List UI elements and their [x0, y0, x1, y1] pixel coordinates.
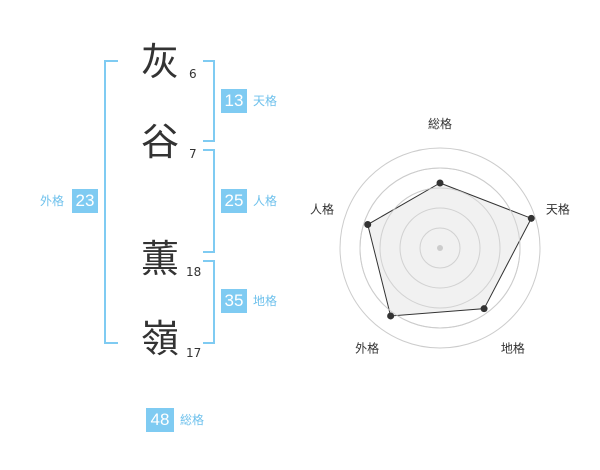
soukaku-label: 総格: [180, 413, 205, 427]
radar-point-4: [387, 312, 395, 320]
radar-axis-label-5: 人格: [310, 202, 334, 217]
name-char-4: 嶺: [140, 317, 179, 361]
radar-inner-ring-1: [419, 227, 461, 269]
radar-inner-ring-4: [359, 167, 521, 329]
chikaku-value: 35: [221, 289, 247, 313]
stroke-count-4: 17: [186, 346, 202, 360]
stroke-count-1: 6: [189, 67, 197, 81]
chikaku-label: 地格: [253, 294, 278, 308]
radar-polygon: [367, 182, 533, 317]
tenkaku-label: 天格: [253, 94, 278, 108]
gaikaku-bracket: [104, 60, 118, 344]
tenkaku-bracket: [203, 60, 215, 142]
radar-axis-label-2: 天格: [546, 202, 570, 217]
stroke-count-3: 18: [186, 265, 202, 279]
name-char-3: 薫: [140, 237, 179, 281]
jinkaku-value: 25: [221, 189, 247, 213]
radar-point-5: [364, 221, 372, 229]
radar-inner-ring-2: [399, 207, 481, 289]
name-char-1: 灰: [140, 40, 179, 84]
name-char-2: 谷: [140, 120, 179, 164]
jinkaku-label: 人格: [253, 194, 278, 208]
chikaku-bracket: [203, 260, 215, 344]
gaikaku-value: 23: [72, 189, 98, 213]
gaikaku-label: 外格: [40, 194, 65, 208]
radar-point-3: [480, 305, 488, 313]
tenkaku-value: 13: [221, 89, 247, 113]
radar-point-2: [527, 214, 535, 222]
radar-inner-ring-3: [379, 187, 501, 309]
radar-axis-label-1: 総格: [428, 116, 452, 131]
radar-point-1: [436, 179, 444, 187]
radar-center-dot: [437, 245, 443, 251]
jinkaku-bracket: [203, 149, 215, 253]
stroke-count-2: 7: [189, 147, 197, 161]
soukaku-value: 48: [146, 408, 174, 432]
radar-axis-label-4: 外格: [355, 340, 379, 355]
radar-axis-label-3: 地格: [501, 340, 525, 355]
